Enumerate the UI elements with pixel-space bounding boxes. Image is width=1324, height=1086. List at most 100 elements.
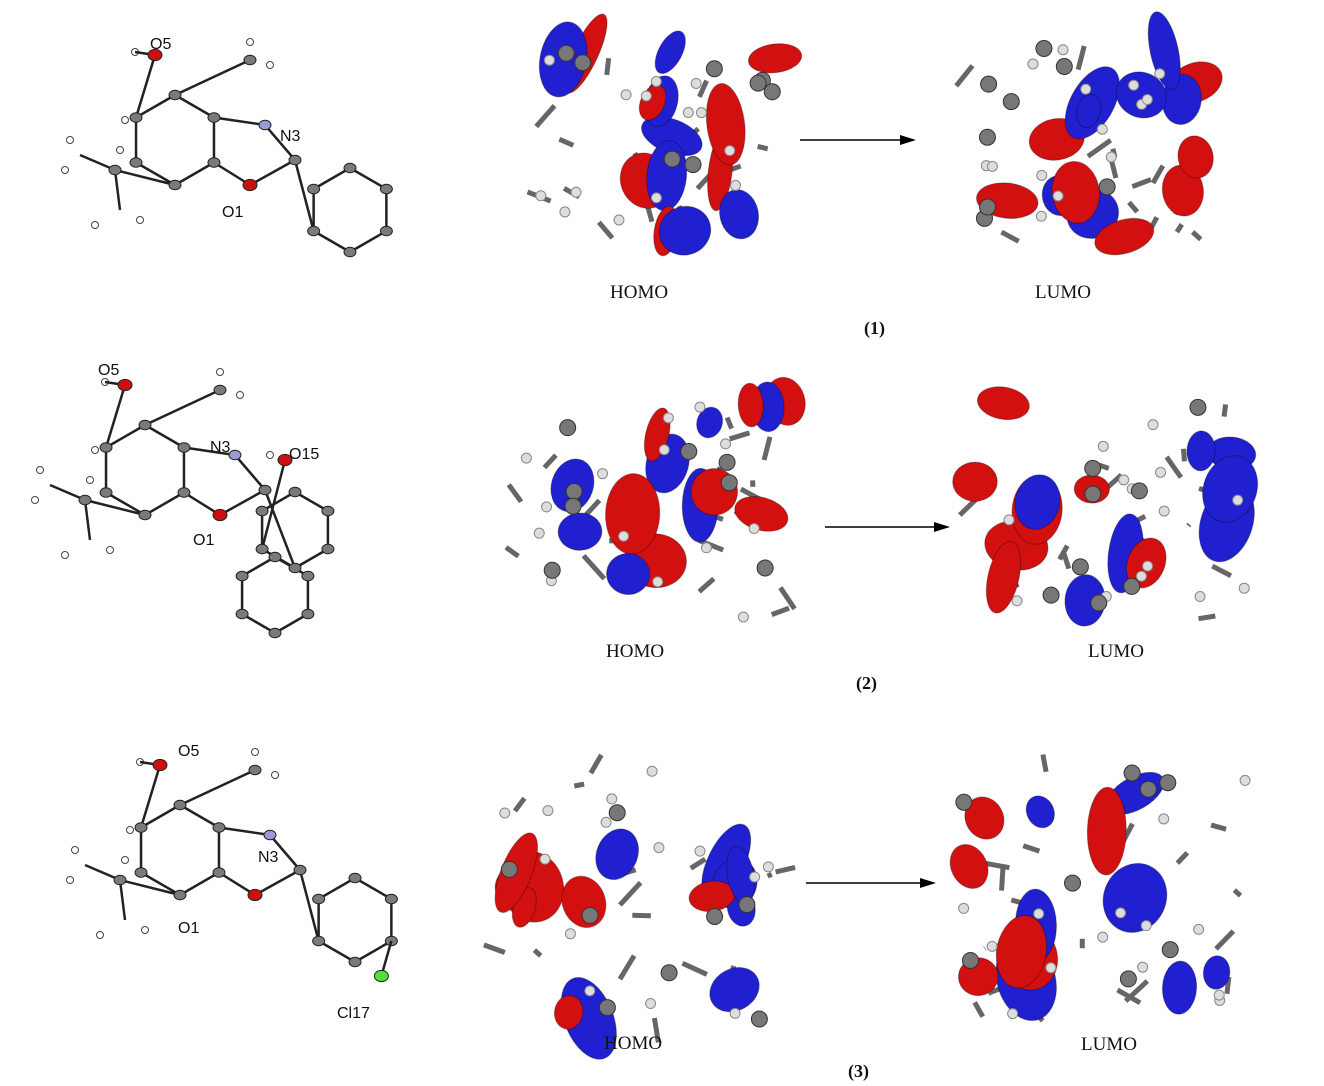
orbital-bond bbox=[697, 576, 716, 594]
orbital-bond bbox=[697, 79, 709, 98]
orbital-hydrogen bbox=[1007, 1008, 1019, 1020]
orbital-hydrogen bbox=[695, 107, 707, 119]
bond bbox=[218, 871, 256, 897]
carbon-atom bbox=[134, 822, 148, 833]
orbital-hydrogen bbox=[986, 160, 998, 172]
orbital-bond bbox=[512, 796, 527, 813]
hydrogen-atom bbox=[31, 496, 39, 504]
orbital-hydrogen bbox=[1118, 474, 1130, 486]
orbital-bond bbox=[504, 545, 520, 559]
bond bbox=[213, 161, 251, 187]
hydrogen-atom bbox=[91, 446, 99, 454]
orbital-carbon bbox=[581, 906, 599, 924]
positive-lobe bbox=[1177, 135, 1214, 179]
bond bbox=[260, 459, 287, 550]
hydrogen-atom bbox=[86, 476, 94, 484]
hydrogen-atom bbox=[266, 451, 274, 459]
orbital-bond bbox=[542, 453, 558, 470]
orbital-carbon bbox=[663, 150, 681, 168]
orbital-carbon bbox=[1098, 178, 1116, 196]
orbital-hydrogen bbox=[658, 444, 670, 456]
orbital-hydrogen bbox=[620, 89, 632, 101]
atom-label-n3: N3 bbox=[258, 849, 279, 866]
bond bbox=[349, 229, 387, 254]
orbital-hydrogen bbox=[613, 214, 625, 226]
hydrogen-atom bbox=[121, 856, 129, 864]
positive-lobe bbox=[964, 796, 1005, 840]
bond bbox=[293, 159, 315, 232]
carbon-atom bbox=[168, 179, 182, 191]
orbital-hydrogen bbox=[724, 145, 736, 157]
orbital-bond bbox=[757, 144, 769, 152]
orbital-hydrogen bbox=[1033, 908, 1045, 920]
orbital-bond bbox=[1214, 929, 1236, 951]
orbital-hydrogen bbox=[1057, 44, 1069, 56]
orbital-bond bbox=[1186, 522, 1192, 528]
homo-label: HOMO bbox=[610, 282, 669, 303]
orbital-carbon bbox=[1139, 780, 1157, 798]
orbital-carbon bbox=[955, 793, 973, 811]
orbital-hydrogen bbox=[762, 861, 774, 873]
orbital-carbon bbox=[720, 474, 738, 492]
orbital-carbon bbox=[706, 907, 724, 925]
carbon-atom bbox=[129, 112, 143, 123]
carbon-atom bbox=[173, 889, 187, 901]
orbital-bond bbox=[1198, 613, 1216, 622]
orbital-bond bbox=[775, 865, 796, 875]
orbital-carbon bbox=[978, 128, 996, 146]
orbital-hydrogen bbox=[1154, 68, 1166, 80]
carbon-atom bbox=[212, 822, 226, 833]
carbon-atom bbox=[307, 225, 321, 237]
oxygen-atom bbox=[247, 888, 263, 902]
orbital-hydrogen bbox=[584, 985, 596, 997]
orbital-bond bbox=[617, 954, 637, 981]
orbital-bond bbox=[681, 960, 708, 977]
bond bbox=[83, 499, 92, 541]
oxygen-atom bbox=[152, 758, 168, 772]
orbital-hydrogen bbox=[1035, 210, 1047, 222]
orbital-hydrogen bbox=[1213, 989, 1225, 1001]
orbital-hydrogen bbox=[539, 853, 551, 865]
carbon-atom bbox=[348, 956, 362, 968]
orbital-carbon bbox=[1189, 398, 1207, 416]
compound-number: (2) bbox=[856, 673, 877, 693]
orbital-hydrogen bbox=[535, 190, 547, 202]
positive-lobe bbox=[1094, 217, 1155, 256]
orbital-carbon bbox=[705, 60, 723, 78]
orbital-bond bbox=[1221, 404, 1229, 417]
orbital-hydrogen bbox=[650, 75, 662, 87]
atom-label-o15: O15 bbox=[289, 446, 320, 463]
carbon-atom bbox=[379, 225, 393, 237]
orbital-bond bbox=[1075, 45, 1087, 71]
negative-lobe bbox=[658, 205, 712, 256]
orbital-hydrogen bbox=[1096, 123, 1108, 135]
carbon-atom bbox=[343, 246, 357, 258]
hydrogen-atom bbox=[271, 771, 279, 779]
bond bbox=[274, 612, 309, 635]
carbon-atom bbox=[293, 864, 307, 876]
lumo-label: LUMO bbox=[1081, 1034, 1137, 1055]
orbital-hydrogen bbox=[748, 523, 760, 535]
carbon-atom bbox=[343, 162, 357, 174]
orbital-carbon bbox=[738, 896, 756, 914]
orbital-carbon bbox=[1123, 764, 1141, 782]
positive-lobe bbox=[747, 43, 803, 74]
orbital-bond bbox=[618, 880, 643, 907]
bond bbox=[179, 768, 256, 807]
bond bbox=[263, 489, 297, 569]
atom-label-o1: O1 bbox=[193, 532, 215, 549]
hydrogen-atom bbox=[251, 748, 259, 756]
orbital-bond bbox=[1116, 987, 1142, 1005]
orbital-hydrogen bbox=[570, 186, 582, 198]
bond bbox=[219, 488, 266, 517]
chlorine-atom bbox=[373, 969, 389, 983]
carbon-atom bbox=[168, 89, 182, 101]
orbital-hydrogen bbox=[640, 90, 652, 102]
carbon-atom bbox=[243, 54, 257, 66]
carbon-atom bbox=[138, 509, 152, 521]
positive-lobe bbox=[705, 83, 746, 166]
positive-lobe bbox=[985, 540, 1022, 614]
carbon-atom bbox=[235, 570, 249, 582]
bond bbox=[179, 803, 220, 829]
orbital-carbon bbox=[749, 74, 767, 92]
